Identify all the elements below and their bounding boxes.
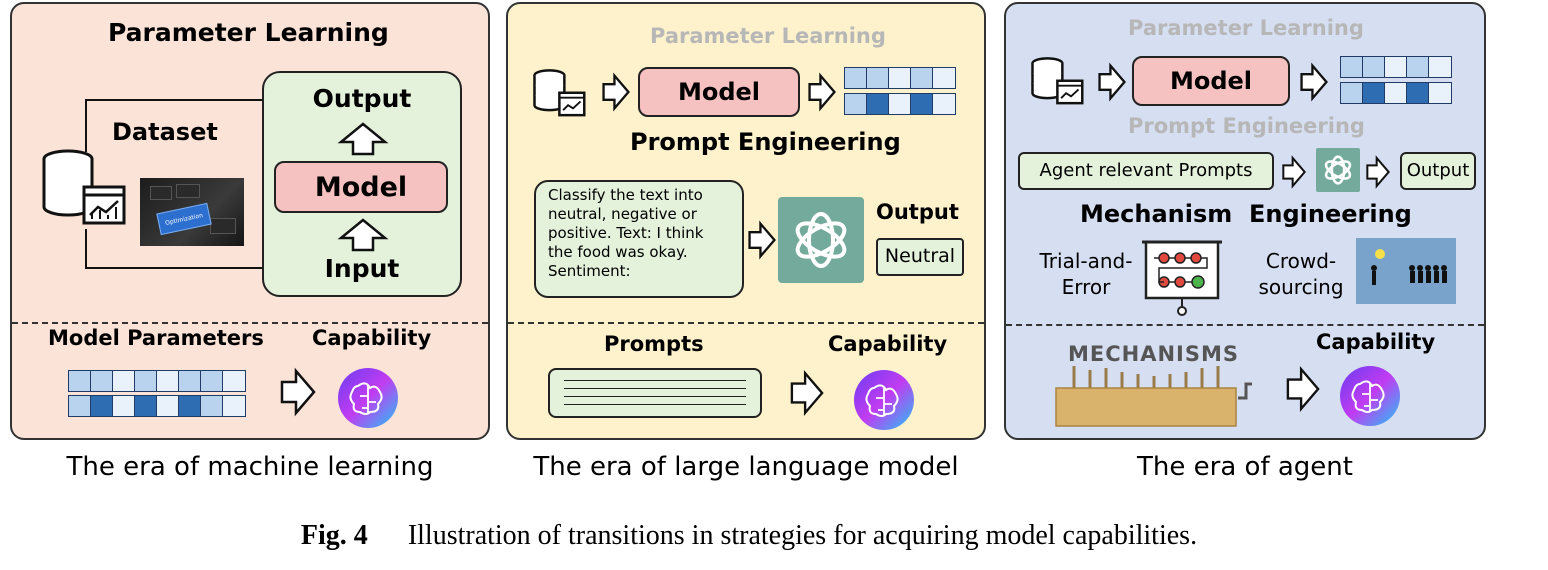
llm-output-label: Output [876,200,959,224]
trial-and-error-label: Trial-and- Error [1034,248,1138,300]
brain-capability-icon [336,366,400,430]
right-arrow-icon [808,72,836,112]
panel-large-language-model: Parameter Learning Model Prompt Engineer… [506,2,986,440]
right-arrow-icon [1282,156,1306,188]
era-label-large-language-model: The era of large language model [506,452,986,482]
up-arrow-icon [338,122,388,156]
trial-line: Trial-and- [1034,248,1138,274]
mechanisms-board-illustration: MECHANISMS [1054,338,1254,428]
up-arrow-icon [338,218,388,252]
ml-divider [12,322,488,324]
board-pegs [1054,362,1254,428]
agent-vector-bottom [1340,82,1452,104]
ml-capability-label: Capability [312,326,431,350]
agent-capability-label: Capability [1316,330,1435,354]
prompt-text-box: Classify the text into neutral, negative… [534,180,744,298]
right-arrow-icon [1366,156,1390,188]
parameter-vector-top [68,370,246,392]
agent-divider [1006,324,1484,326]
prompts-lines-box [548,368,762,418]
mechanism-engineering-title: Mechanism Engineering [1080,200,1412,228]
database-icon [1030,56,1086,108]
panel-agent: Parameter Learning Model Prompt Engineer… [1004,2,1486,440]
figure-caption: Fig. 4 Illustration of transitions in st… [0,520,1498,552]
right-arrow-icon [748,220,776,260]
panel-machine-learning: Parameter Learning Dataset Optimization [10,2,490,440]
crowd-line: sourcing [1246,274,1356,300]
prompt-line: Sentiment: [548,262,730,281]
brain-capability-icon [1338,364,1402,428]
agent-faded-title: Parameter Learning [1128,16,1364,40]
prompt-line: neutral, negative or [548,205,730,224]
llm-divider [508,322,984,324]
agent-vector-top [1340,56,1452,78]
parameter-vector-bottom [68,395,246,417]
right-arrow-icon [602,72,630,112]
llm-vector-bottom [844,93,956,115]
prompt-engineering-title: Prompt Engineering [630,128,901,156]
crowdsourcing-people-icon [1356,238,1456,304]
prompt-line: the food was okay. [548,243,730,262]
agent-prompts-box: Agent relevant Prompts [1018,152,1274,190]
right-arrow-icon [1300,62,1328,102]
llm-vector-top [844,67,956,89]
brain-capability-icon [852,368,916,432]
llm-faded-title: Parameter Learning [650,24,886,48]
ml-model-box: Model [274,161,448,213]
ml-output-label: Output [262,84,462,113]
agent-faded-prompt: Prompt Engineering [1128,114,1365,138]
chatgpt-logo-icon [778,197,864,283]
crowd-line: Crowd- [1246,248,1356,274]
era-label-agent: The era of agent [1004,452,1486,482]
prompts-label: Prompts [604,332,704,356]
right-arrow-icon [790,370,824,416]
right-arrow-icon [1286,366,1320,412]
llm-capability-label: Capability [828,332,947,356]
crowdsourcing-label: Crowd- sourcing [1246,248,1356,300]
chatgpt-logo-icon [1316,148,1360,192]
caption-text: Illustration of transitions in strategie… [408,520,1197,551]
caption-label: Fig. 4 [301,520,368,551]
right-arrow-icon [280,368,316,416]
prompt-line: Classify the text into [548,186,730,205]
right-arrow-icon [1098,62,1126,102]
model-parameters-label: Model Parameters [48,326,264,350]
agent-output-box: Output [1400,152,1476,190]
neutral-output-box: Neutral [876,238,964,276]
ml-input-label: Input [262,254,462,283]
era-label-machine-learning: The era of machine learning [10,452,490,482]
agent-model-box: Model [1132,56,1290,106]
trial-and-error-board-icon [1142,238,1222,316]
llm-model-box: Model [638,67,800,117]
database-icon [532,68,588,120]
prompt-line: positive. Text: I think [548,224,730,243]
trial-line: Error [1034,274,1138,300]
